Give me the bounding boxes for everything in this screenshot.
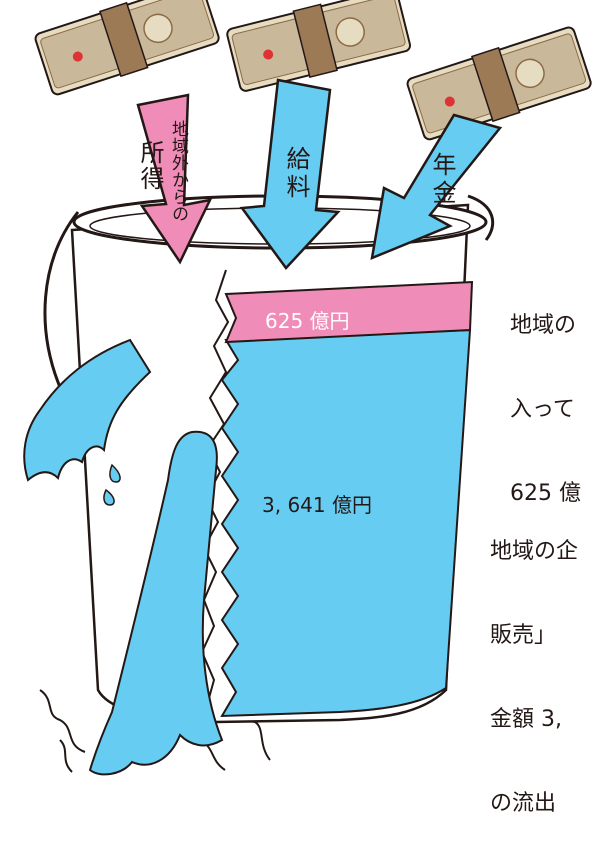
arrow-pink-label-large: 所得 xyxy=(136,140,164,192)
arrow-salary-label: 給料 xyxy=(282,146,310,202)
note-top-line-2: 入って xyxy=(510,397,575,422)
note-top-line-3: 625 億 xyxy=(510,481,581,506)
bucket-band-pink xyxy=(224,280,474,344)
leak-stream-left xyxy=(23,338,152,482)
money-stack-left xyxy=(34,0,220,96)
money-stack-right xyxy=(406,26,592,141)
bucket-water-blue xyxy=(220,328,472,718)
money-stack-center xyxy=(226,0,412,92)
arrow-pink-label-small: 地域外からの xyxy=(168,120,189,222)
arrow-pension-label: 年金 xyxy=(428,152,456,208)
arrow-blue-pension xyxy=(370,113,503,261)
note-bottom-line-3: 金額 3, xyxy=(490,707,562,732)
bucket-economy-illustration: 所得 地域外からの 給料 年金 625 億円 3, 641 億円 xyxy=(23,0,592,776)
arrow-blue-salary xyxy=(239,78,341,270)
leak-stream-bottom xyxy=(88,430,224,776)
bucket-handle-right xyxy=(467,194,495,241)
water-amount-label: 3, 641 億円 xyxy=(262,493,372,517)
note-bottom-line-1: 地域の企 xyxy=(490,539,579,564)
note-bottom-line-4: の流出 xyxy=(490,791,557,816)
note-bottom-line-2: 販売」 xyxy=(490,623,557,648)
arrow-pink-income xyxy=(136,93,213,265)
band-amount-label: 625 億円 xyxy=(265,309,350,333)
leak-drop-1 xyxy=(109,463,121,483)
leak-drop-2 xyxy=(103,488,115,506)
note-top-line-1: 地域の xyxy=(510,313,577,338)
bucket-handle xyxy=(43,211,80,393)
